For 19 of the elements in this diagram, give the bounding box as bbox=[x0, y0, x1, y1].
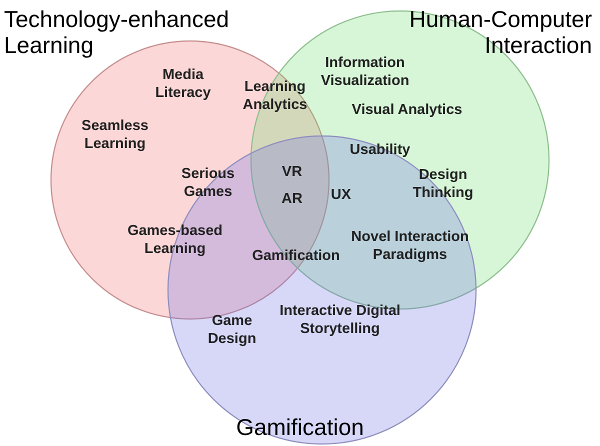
set-title: Technology-enhanced Learning bbox=[4, 6, 230, 58]
region-label: Usability bbox=[348, 141, 412, 159]
region-label: Interactive Digital Storytelling bbox=[278, 302, 402, 338]
region-label: AR bbox=[280, 190, 304, 208]
region-label: Information Visualization bbox=[320, 54, 410, 90]
region-label: Gamification bbox=[251, 247, 341, 265]
region-label: Novel Interaction Paradigms bbox=[350, 228, 470, 264]
region-label: Visual Analytics bbox=[350, 101, 464, 119]
region-label: Game Design bbox=[206, 312, 258, 348]
region-label: Games-based Learning bbox=[126, 222, 224, 258]
region-label: Seamless Learning bbox=[80, 117, 150, 153]
set-title: Human-Computer Interaction bbox=[408, 6, 592, 58]
region-label: Design Thinking bbox=[412, 166, 474, 202]
region-label: Media Literacy bbox=[154, 66, 212, 102]
region-label: Learning Analytics bbox=[242, 78, 308, 114]
region-label: Serious Games bbox=[180, 165, 236, 201]
region-label: VR bbox=[280, 163, 304, 181]
set-title: Gamification bbox=[235, 414, 365, 440]
region-label: UX bbox=[330, 186, 352, 204]
